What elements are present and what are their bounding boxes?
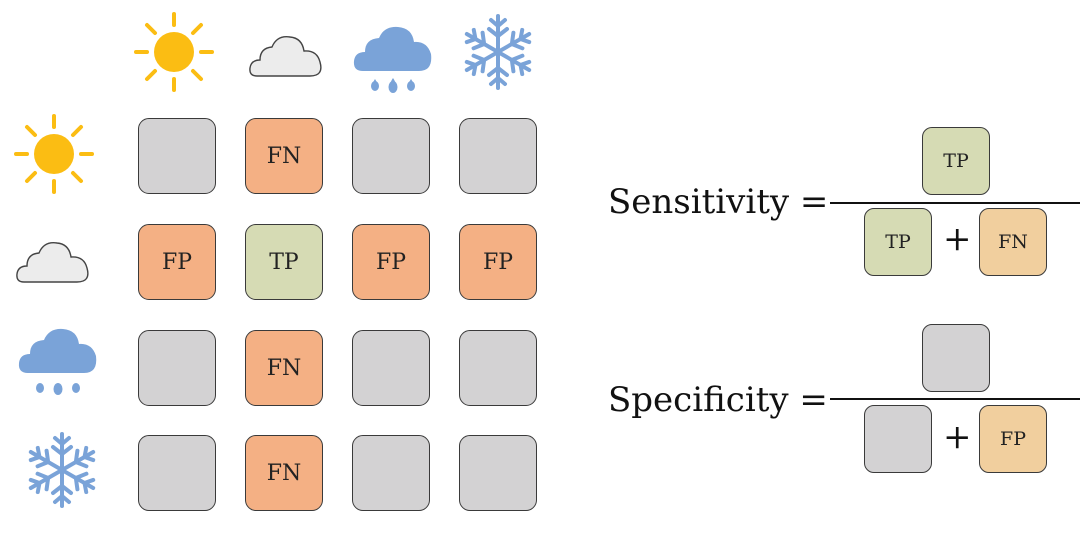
matrix-cell-2-1: FN: [245, 330, 323, 406]
sensitivity-numerator: TP: [922, 127, 990, 195]
sensitivity-label: Sensitivity =: [608, 182, 829, 222]
matrix-cell-0-2: [352, 118, 430, 194]
sensitivity-plus: +: [943, 219, 972, 259]
sensitivity-fraction-line: [830, 202, 1080, 204]
matrix-cell-3-2: [352, 435, 430, 511]
sensitivity-denominator-left: TP: [864, 208, 932, 276]
specificity-denominator-right: FP: [979, 405, 1047, 473]
specificity-fraction-line: [830, 398, 1080, 400]
specificity-plus: +: [943, 417, 972, 457]
matrix-cell-0-3: [459, 118, 537, 194]
matrix-cell-2-0: [138, 330, 216, 406]
specificity-label: Specificity =: [608, 380, 828, 420]
matrix-cell-3-3: [459, 435, 537, 511]
matrix-cell-3-0: [138, 435, 216, 511]
cloud-icon: [247, 18, 327, 98]
matrix-cell-3-1: FN: [245, 435, 323, 511]
snowflake-icon: [22, 430, 102, 510]
snowflake-icon: [458, 12, 538, 92]
matrix-cell-0-1: FN: [245, 118, 323, 194]
matrix-cell-1-1: TP: [245, 224, 323, 300]
matrix-cell-1-3: FP: [459, 224, 537, 300]
cloud-icon: [14, 224, 94, 304]
specificity-numerator: [922, 324, 990, 392]
matrix-cell-2-3: [459, 330, 537, 406]
matrix-cell-0-0: [138, 118, 216, 194]
specificity-denominator-left: [864, 405, 932, 473]
sun-icon: [134, 12, 214, 92]
matrix-cell-2-2: [352, 330, 430, 406]
matrix-cell-1-2: FP: [352, 224, 430, 300]
rain-icon: [18, 318, 98, 398]
matrix-cell-1-0: FP: [138, 224, 216, 300]
rain-icon: [353, 16, 433, 96]
sensitivity-denominator-right: FN: [979, 208, 1047, 276]
sun-icon: [14, 114, 94, 194]
